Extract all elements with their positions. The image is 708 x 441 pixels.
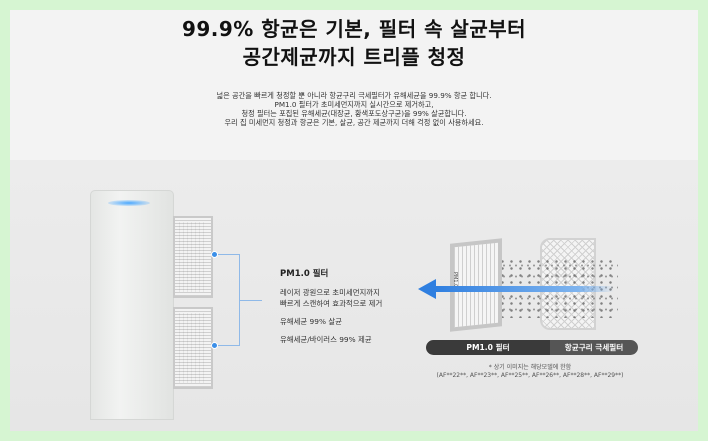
- product-illustration-section: PM1.0 필터 레이저 광원으로 초미세먼지까지 빠르게 스캔하여 효과적으로…: [10, 160, 698, 431]
- headline-line-2: 공간제균까지 트리플 청정: [242, 45, 466, 69]
- lower-filter-image: [173, 307, 213, 389]
- upper-filter-image: [173, 216, 213, 298]
- headline-section: 99.9% 항균은 기본, 필터 속 살균부터 공간제균까지 트리플 청정 넓은…: [10, 10, 698, 160]
- description-line-1: 넓은 공간을 빠르게 청정할 뿐 아니라 항균구리 극세필터가 유해세균을 99…: [216, 91, 492, 100]
- air-purifier-image: [90, 190, 174, 420]
- model-list-note: (AF**22**, AF**23**, AF**25**, AF**26**,…: [436, 372, 624, 379]
- description-line-2: PM1.0 필터가 초미세먼지까지 실시간으로 제거하고,: [274, 100, 434, 109]
- description-line-4: 우리 집 미세먼지 청정과 항균은 기본, 살균, 공간 제균까지 더해 걱정 …: [224, 118, 484, 127]
- headline-line-1: 99.9% 항균은 기본, 필터 속 살균부터: [181, 17, 527, 41]
- callout-bracket: [218, 254, 240, 346]
- airflow-arrow-shaft: [434, 286, 614, 292]
- airflow-arrow-icon: [418, 279, 436, 299]
- image-note: * 상기 이미지는 해당모델에 한함: [488, 364, 572, 371]
- copper-filter-label: 항균구리 극세필터: [550, 340, 638, 355]
- description-line-3: 청정 필터는 포집된 유해세균(대장균, 황색포도상구균)을 99% 살균합니다…: [241, 109, 467, 118]
- purifier-light-indicator: [108, 200, 150, 206]
- callout-dot-upper: [211, 251, 218, 258]
- callout-dot-lower: [211, 342, 218, 349]
- callout-connector: [240, 300, 262, 301]
- callout-line-4: 유해세균/바이러스 99% 제균: [280, 335, 372, 344]
- callout-line-1: 레이저 광원으로 초미세먼지까지: [280, 288, 380, 297]
- callout-title: PM1.0 필터: [280, 269, 329, 279]
- callout-line-2: 빠르게 스캔하여 효과적으로 제거: [280, 299, 383, 308]
- pm10-filter-print: PM1.0: [452, 272, 458, 288]
- pm10-filter-label: PM1.0 필터: [426, 340, 550, 355]
- content-frame: 99.9% 항균은 기본, 필터 속 살균부터 공간제균까지 트리플 청정 넓은…: [10, 10, 698, 431]
- callout-line-3: 유해세균 99% 살균: [280, 317, 342, 326]
